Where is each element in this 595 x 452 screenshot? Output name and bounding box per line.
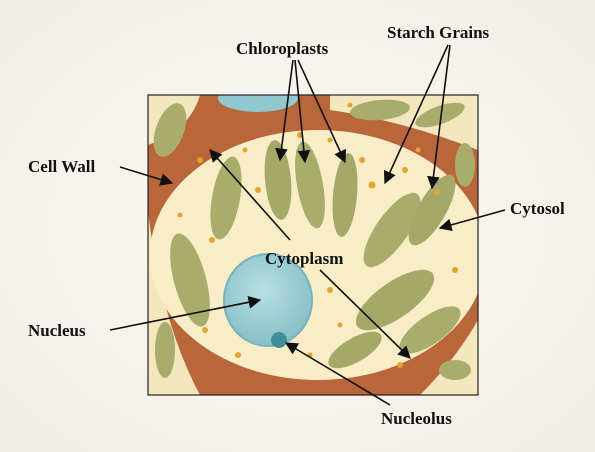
starch-grain (327, 287, 333, 293)
starch-grain (202, 327, 208, 333)
label-nucleolus: Nucleolus (381, 410, 452, 427)
label-cytosol: Cytosol (510, 200, 565, 217)
label-starch-grains: Starch Grains (387, 24, 489, 41)
starch-grain (243, 148, 248, 153)
chloroplast (155, 322, 175, 378)
starch-grain (209, 237, 215, 243)
starch-grain (197, 157, 203, 163)
starch-grain (255, 187, 261, 193)
label-cell-wall: Cell Wall (28, 158, 95, 175)
chloroplast (455, 143, 475, 187)
starch-grain (178, 213, 183, 218)
starch-grain (452, 267, 458, 273)
starch-grain (402, 167, 408, 173)
chloroplast (439, 360, 471, 380)
starch-grain (434, 189, 440, 195)
starch-grain (416, 148, 421, 153)
label-nucleus: Nucleus (28, 322, 86, 339)
label-chloroplasts: Chloroplasts (236, 40, 328, 57)
nucleolus-shape (271, 332, 287, 348)
cell-section (147, 84, 486, 395)
starch-grain (369, 182, 376, 189)
starch-grain (235, 352, 241, 358)
label-cytoplasm: Cytoplasm (265, 250, 343, 267)
starch-grain (348, 103, 353, 108)
starch-grain (397, 362, 403, 368)
starch-grain (338, 323, 343, 328)
starch-grain (359, 157, 365, 163)
starch-grain (328, 138, 333, 143)
